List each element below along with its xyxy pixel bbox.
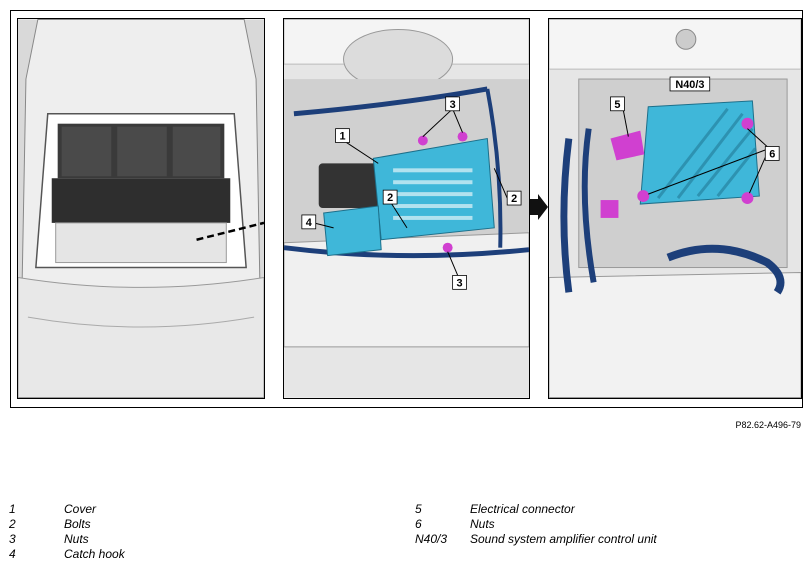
legend-item: 2 Bolts bbox=[9, 517, 125, 532]
legend-key: 3 bbox=[9, 532, 16, 546]
catch-hook-highlight bbox=[323, 205, 382, 257]
nut-marker bbox=[442, 242, 453, 253]
legend-text: Nuts bbox=[470, 517, 495, 531]
cover-removal-illustration: 1 2 2 3 3 4 bbox=[284, 19, 529, 398]
callout-catch-hook: 4 bbox=[306, 217, 312, 229]
legend-text: Cover bbox=[64, 502, 97, 516]
callout-nuts: 3 bbox=[457, 277, 463, 289]
amplifier-unit-illustration: 5 6 N40/3 bbox=[549, 19, 801, 398]
legend-key: 1 bbox=[9, 502, 16, 516]
legend-item: N40/3 Sound system amplifier control unit bbox=[415, 532, 657, 547]
nut-marker bbox=[637, 190, 650, 203]
amplifier-unit-panel: 5 6 N40/3 bbox=[548, 18, 802, 399]
legend-key: 4 bbox=[9, 547, 16, 561]
legend-text: Electrical connector bbox=[470, 502, 575, 516]
legend-key: 5 bbox=[415, 502, 422, 516]
legend-text: Catch hook bbox=[64, 547, 125, 561]
legend-key: 6 bbox=[415, 517, 422, 531]
callout-nuts-unit: 6 bbox=[769, 148, 775, 160]
legend-item: 3 Nuts bbox=[9, 532, 125, 547]
legend-right: 5 Electrical connector 6 Nuts N40/3 Sound s… bbox=[415, 502, 657, 547]
legend-text: Sound system amplifier control unit bbox=[470, 532, 657, 546]
legend-key: N40/3 bbox=[415, 532, 448, 546]
arrow-right-icon bbox=[530, 194, 548, 220]
vehicle-rear-illustration bbox=[18, 19, 264, 398]
figure-reference: P82.62-A496-79 bbox=[735, 420, 801, 430]
callout-bolts: 2 bbox=[511, 193, 517, 205]
callout-connector: 5 bbox=[614, 99, 620, 111]
callout-unit: N40/3 bbox=[675, 79, 704, 91]
legend-item: 5 Electrical connector bbox=[415, 502, 657, 517]
legend-item: 6 Nuts bbox=[415, 517, 657, 532]
connector-highlight bbox=[610, 130, 645, 161]
legend-key: 2 bbox=[9, 517, 16, 531]
legend-text: Bolts bbox=[64, 517, 91, 531]
callout-bolts: 2 bbox=[387, 192, 393, 204]
legend-item: 1 Cover bbox=[9, 502, 125, 517]
cover-removal-panel: 1 2 2 3 3 4 bbox=[283, 18, 530, 399]
callout-cover: 1 bbox=[339, 131, 345, 143]
nut-marker bbox=[457, 131, 468, 142]
nut-marker bbox=[741, 117, 754, 130]
legend-item: 4 Catch hook bbox=[9, 547, 125, 562]
legend-left: 1 Cover 2 Bolts 3 Nuts 4 Catch hook bbox=[9, 502, 125, 562]
legend-text: Nuts bbox=[64, 532, 89, 546]
nut-marker bbox=[417, 135, 428, 146]
nut-marker bbox=[741, 192, 754, 205]
vehicle-rear-view-panel bbox=[17, 18, 265, 399]
amplifier-unit-highlight bbox=[639, 100, 760, 205]
callout-nuts: 3 bbox=[450, 99, 456, 111]
